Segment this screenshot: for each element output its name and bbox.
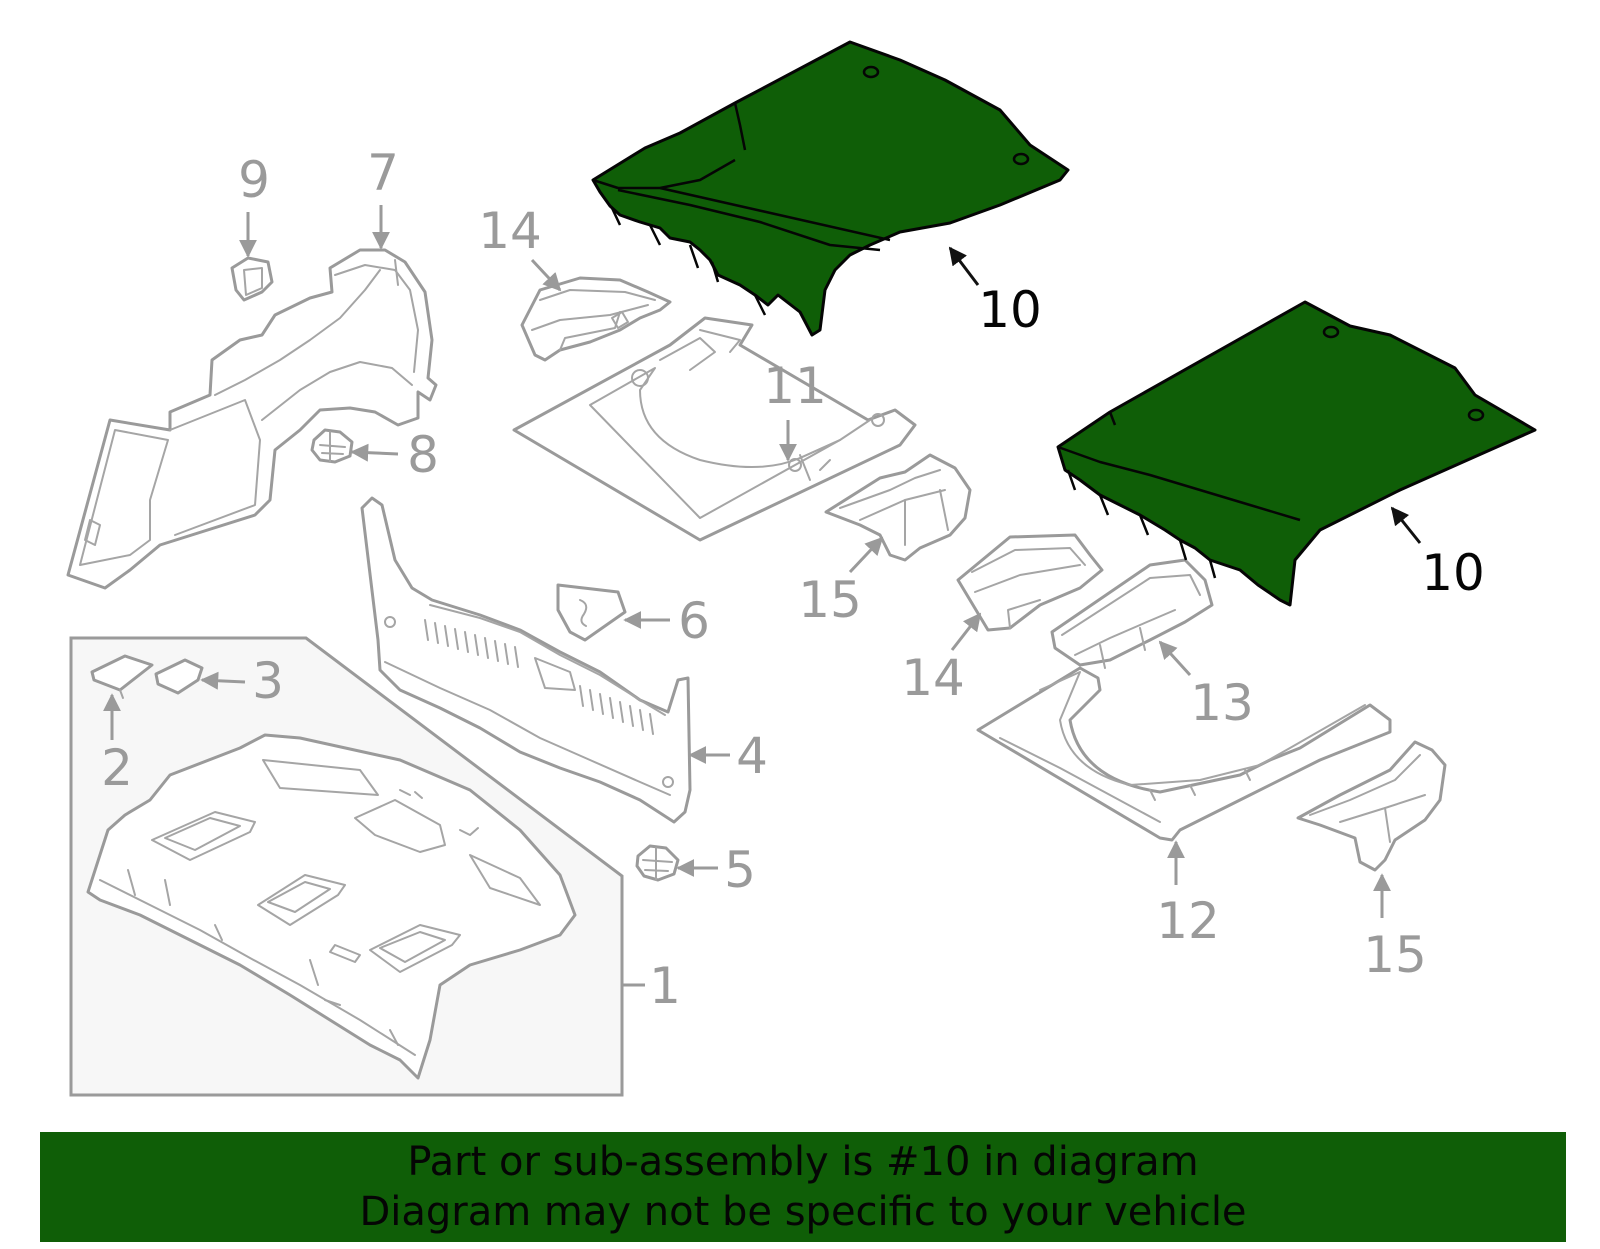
part-3-cap[interactable] (154, 658, 204, 695)
part-10-upper-fill (591, 40, 1070, 337)
callout-10a: 10 (978, 281, 1042, 339)
callout-labels: 9 7 8 14 11 15 6 3 2 4 5 1 14 13 12 15 1… (101, 144, 1485, 1015)
callout-6: 6 (678, 592, 710, 650)
callout-2: 2 (101, 739, 133, 797)
callout-4: 4 (736, 727, 768, 785)
callout-9: 9 (238, 151, 270, 209)
part-14-storage-tray-lower[interactable] (956, 533, 1104, 632)
part-6-plug[interactable] (556, 583, 627, 642)
callout-7: 7 (367, 144, 399, 202)
leader-15a (848, 536, 884, 574)
part-5-fastener[interactable] (635, 844, 680, 882)
callout-3: 3 (252, 652, 284, 710)
callout-14a: 14 (478, 202, 542, 260)
callout-1: 1 (649, 957, 681, 1015)
leader-13 (1158, 640, 1192, 677)
leader-lines (103, 205, 1422, 987)
part-10-trunk-mat-upper[interactable] (591, 40, 1070, 337)
callout-8: 8 (407, 426, 439, 484)
leader-14a (530, 258, 562, 292)
part-15-bracket-lower[interactable] (1296, 740, 1447, 872)
callout-15b: 15 (1363, 926, 1427, 984)
callout-12: 12 (1156, 892, 1220, 950)
part-8-fastener[interactable] (310, 428, 354, 464)
leader-14b (950, 612, 982, 651)
leader-3 (200, 671, 246, 690)
part-2-cap[interactable] (90, 654, 154, 699)
callout-11: 11 (763, 357, 827, 415)
part-7-quarter-trim[interactable] (66, 248, 438, 590)
part-4-scuff-plate[interactable] (360, 496, 692, 824)
leader-10a (948, 246, 980, 286)
callout-13: 13 (1190, 674, 1254, 732)
part-12-floor-cover[interactable] (976, 666, 1392, 842)
banner-line-1: Part or sub-assembly is #10 in diagram (407, 1139, 1199, 1185)
info-banner: Part or sub-assembly is #10 in diagram D… (40, 1132, 1566, 1242)
part-13-storage-box[interactable] (1050, 558, 1214, 669)
leader-8 (350, 443, 399, 462)
part-9-clip[interactable] (230, 256, 274, 302)
part-10-trunk-mat-lower[interactable] (1056, 300, 1537, 607)
callout-5: 5 (724, 841, 756, 899)
part-1-package-tray[interactable] (86, 733, 577, 1080)
callout-14b: 14 (901, 649, 965, 707)
callout-10b: 10 (1421, 544, 1485, 602)
leader-10b (1390, 506, 1422, 544)
callout-15a: 15 (798, 571, 862, 629)
part-14-storage-tray-upper[interactable] (520, 276, 672, 362)
banner-line-2: Diagram may not be specific to your vehi… (359, 1189, 1247, 1235)
part-10-lower-fill (1056, 300, 1537, 607)
part-11-floor-board[interactable] (512, 316, 917, 542)
